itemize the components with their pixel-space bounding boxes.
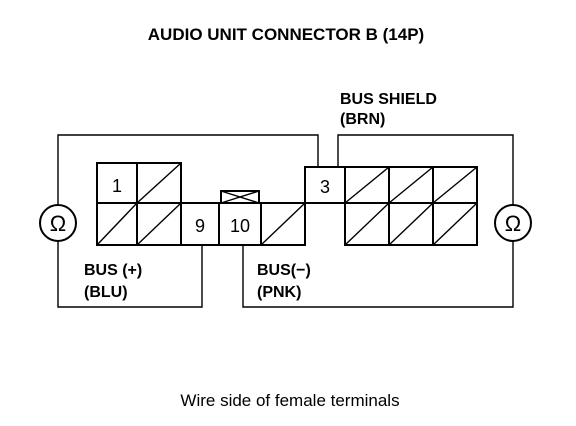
- right-ohm-symbol: Ω: [505, 211, 521, 236]
- terminal-1-cell: [96, 162, 138, 204]
- wire-right-meter-to-terminal-10: [242, 241, 514, 308]
- terminal-9-cell: [180, 202, 220, 246]
- bus-minus-color-label: (PNK): [257, 284, 301, 301]
- connector-left-block: [96, 162, 306, 246]
- terminal-3-label: 3: [320, 177, 330, 197]
- bus-plus-color-label: (BLU): [84, 284, 128, 301]
- terminal-1-label: 1: [112, 176, 122, 196]
- connector-latch: [220, 190, 260, 204]
- ohmmeter-icon: Ω: [39, 204, 77, 242]
- diagram-caption: Wire side of female terminals: [180, 391, 399, 410]
- bus-shield-label: BUS SHIELD: [340, 91, 437, 108]
- connector-right-block: [304, 166, 478, 246]
- bus-plus-label: BUS (+): [84, 262, 142, 279]
- wire-right-meter-to-shield: [337, 134, 514, 205]
- wire-left-meter-to-terminal-3: [57, 134, 319, 205]
- terminal-10-label: 10: [230, 216, 250, 236]
- wire-left-meter-to-terminal-9: [57, 241, 203, 308]
- diagram-title: AUDIO UNIT CONNECTOR B (14P): [148, 25, 424, 44]
- terminal-9-label: 9: [195, 216, 205, 236]
- bus-minus-label: BUS(−): [257, 262, 311, 279]
- bus-shield-color-label: (BRN): [340, 111, 385, 128]
- left-ohm-symbol: Ω: [50, 211, 66, 236]
- ohmmeter-icon: Ω: [494, 204, 532, 242]
